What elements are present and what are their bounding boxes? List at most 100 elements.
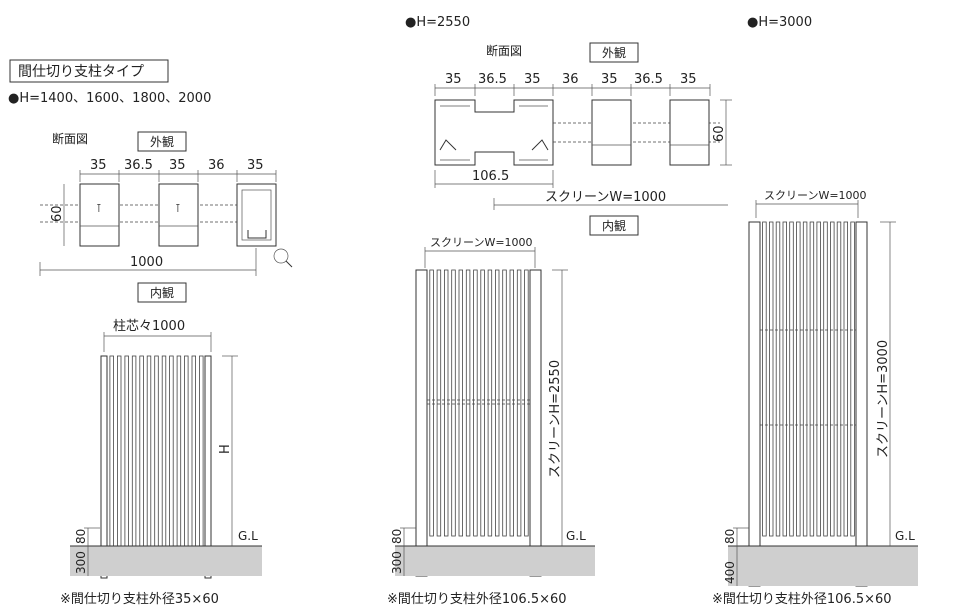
middle-footnote: ※間仕切り支柱外径106.5×60 bbox=[387, 592, 567, 607]
right-screen-h: スクリーンH=3000 bbox=[876, 340, 891, 458]
right-slat bbox=[830, 221, 835, 537]
right-post-right bbox=[855, 221, 868, 587]
right-ground bbox=[728, 546, 918, 586]
left-slat-group bbox=[109, 355, 204, 549]
left-slat bbox=[161, 355, 167, 549]
left-dim-top-2: 36.5 bbox=[124, 158, 153, 173]
left-dim-ticks bbox=[79, 170, 277, 182]
left-slat bbox=[139, 355, 144, 549]
right-panel: ●H=3000 スクリーンW=1000 スクリーンH=3000 G.L 80 4… bbox=[712, 15, 918, 607]
right-slat bbox=[850, 221, 855, 537]
right-slat bbox=[762, 221, 767, 537]
middle-slat bbox=[465, 269, 471, 537]
right-slat bbox=[823, 221, 828, 537]
left-slat bbox=[154, 355, 159, 549]
right-dim-80: 80 bbox=[723, 529, 737, 544]
left-slat bbox=[124, 355, 129, 549]
type-label: 間仕切り支柱タイプ bbox=[18, 64, 144, 80]
left-dim-top-3: 35 bbox=[169, 158, 186, 173]
middle-dim-top-3: 35 bbox=[524, 72, 541, 87]
middle-dim-top-7: 35 bbox=[680, 72, 697, 87]
middle-dim-top-4: 36 bbox=[562, 72, 579, 87]
right-height-note: ●H=3000 bbox=[747, 15, 812, 30]
left-post-left bbox=[100, 355, 108, 579]
middle-screen-w-plan: スクリーンW=1000 bbox=[545, 190, 666, 205]
middle-slat bbox=[487, 269, 493, 537]
left-dim-side: 60 bbox=[50, 205, 65, 222]
left-pitch-label: 柱芯々1000 bbox=[113, 319, 185, 334]
middle-dim-top-2: 36.5 bbox=[478, 72, 507, 87]
left-ground bbox=[70, 546, 262, 576]
right-slat bbox=[796, 221, 801, 537]
left-dim-embed: 300 bbox=[74, 551, 88, 574]
middle-slat bbox=[494, 269, 500, 537]
middle-exterior-box bbox=[589, 42, 639, 63]
right-gl-label: G.L bbox=[895, 529, 915, 543]
left-footnote: ※間仕切り支柱外径35×60 bbox=[60, 592, 219, 607]
left-dim-width: 1000 bbox=[130, 255, 163, 270]
right-slat bbox=[802, 221, 808, 537]
right-slat-group bbox=[762, 221, 855, 537]
right-slat bbox=[775, 221, 781, 537]
left-slat bbox=[176, 355, 182, 549]
right-post-left bbox=[748, 221, 761, 587]
right-slat bbox=[816, 221, 821, 537]
middle-height-note: ●H=2550 bbox=[405, 15, 470, 30]
middle-panel: ●H=2550 断面図 外観 35 36.5 35 36 35 36.5 35 bbox=[387, 15, 732, 607]
middle-slat bbox=[524, 269, 529, 537]
left-exterior-label: 外観 bbox=[150, 135, 174, 149]
right-slat bbox=[782, 221, 787, 537]
right-slat bbox=[769, 221, 774, 537]
middle-dim-embed: 300 bbox=[390, 551, 404, 574]
middle-slat bbox=[458, 269, 463, 537]
left-gl-label: G.L bbox=[238, 529, 258, 543]
svg-text:⊺: ⊺ bbox=[96, 202, 102, 215]
left-dim-80: 80 bbox=[74, 529, 88, 544]
left-slat bbox=[117, 355, 122, 549]
middle-slat bbox=[516, 269, 522, 537]
middle-slat bbox=[443, 269, 449, 537]
middle-screen-w: スクリーンW=1000 bbox=[430, 236, 533, 249]
left-height-note: ●H=1400、1600、1800、2000 bbox=[8, 91, 211, 106]
left-post-right bbox=[204, 355, 212, 579]
left-slat bbox=[146, 355, 152, 549]
right-screen-w: スクリーンW=1000 bbox=[764, 189, 867, 202]
middle-dim-post: 106.5 bbox=[472, 169, 509, 184]
left-dim-top-5: 35 bbox=[247, 158, 264, 173]
middle-ground bbox=[395, 546, 595, 576]
type-label-box bbox=[9, 59, 169, 83]
middle-slat bbox=[480, 269, 485, 537]
left-slat bbox=[109, 355, 114, 549]
left-section-label: 断面図 bbox=[52, 131, 88, 146]
left-exterior-box bbox=[137, 131, 187, 152]
middle-slat-section-1 bbox=[591, 99, 632, 166]
left-post-section bbox=[236, 183, 277, 247]
middle-dim-80: 80 bbox=[390, 529, 404, 544]
svg-text:⊺: ⊺ bbox=[175, 202, 181, 215]
middle-slat bbox=[473, 269, 478, 537]
left-h-label: H bbox=[218, 444, 233, 454]
left-slat bbox=[169, 355, 174, 549]
left-slat bbox=[131, 355, 137, 549]
right-footnote: ※間仕切り支柱外径106.5×60 bbox=[712, 592, 892, 607]
left-interior-label: 内観 bbox=[150, 286, 174, 300]
left-dim-top-4: 36 bbox=[208, 158, 225, 173]
middle-slat bbox=[502, 269, 507, 537]
middle-exterior-label: 外観 bbox=[602, 46, 626, 60]
middle-section-label: 断面図 bbox=[486, 43, 522, 58]
left-slat bbox=[191, 355, 196, 549]
left-slat-section-2 bbox=[158, 183, 199, 247]
middle-slat bbox=[429, 269, 434, 537]
middle-dim-top-5: 35 bbox=[601, 72, 618, 87]
middle-screen-h: スクリーンH=2550 bbox=[548, 360, 563, 478]
right-dim-embed: 400 bbox=[723, 561, 737, 584]
middle-slat-section-2 bbox=[669, 99, 710, 166]
left-interior-box bbox=[137, 282, 187, 303]
right-slat bbox=[843, 221, 848, 537]
middle-gl-label: G.L bbox=[566, 529, 586, 543]
middle-dim-top-6: 36.5 bbox=[634, 72, 663, 87]
left-slat bbox=[184, 355, 189, 549]
middle-dim-side: 60 bbox=[712, 125, 727, 142]
middle-interior-box bbox=[589, 215, 639, 236]
